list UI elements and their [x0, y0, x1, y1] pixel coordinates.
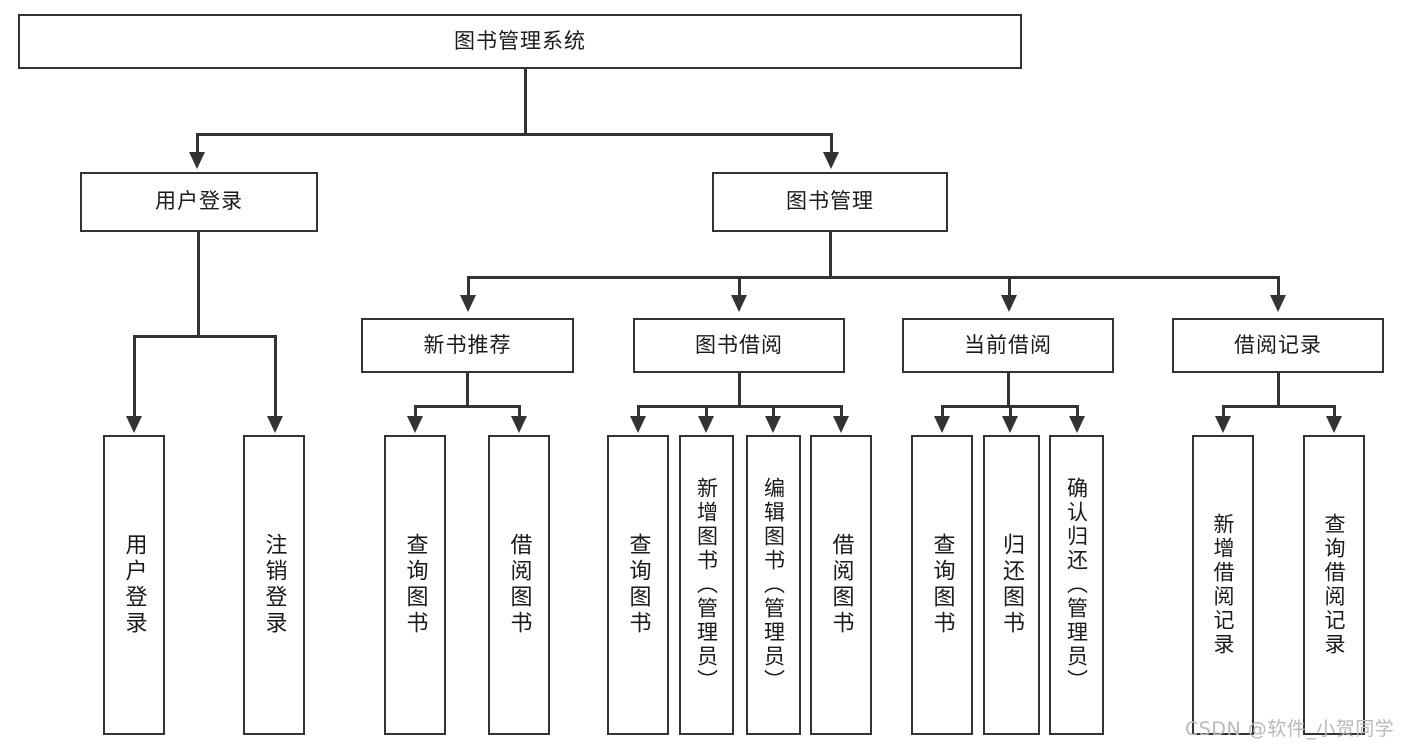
node-leaf-user-login[interactable]: 用户登录: [103, 435, 165, 735]
node-new-book-recommend[interactable]: 新书推荐: [361, 318, 574, 373]
arrow-to-leaf-borrow-book-2: [833, 416, 849, 433]
node-label: 确认归还（管理员）: [1064, 477, 1089, 693]
node-leaf-borrow-book-2[interactable]: 借阅图书: [810, 435, 872, 735]
connector-cb-stem: [1007, 373, 1010, 407]
node-leaf-add-book-admin[interactable]: 新增图书（管理员）: [679, 435, 734, 735]
arrow-to-book-borrow: [731, 295, 747, 312]
connector-br-stem: [1277, 373, 1280, 407]
node-book-manage[interactable]: 图书管理: [712, 172, 948, 232]
connector-cb-leg-1: [941, 405, 944, 417]
connector-root-bar: [196, 133, 832, 136]
arrow-to-book-manage: [823, 152, 839, 169]
arrow-to-leaf-query-book-3: [934, 416, 950, 433]
node-label: 查询图书: [625, 533, 651, 637]
node-label: 当前借阅: [964, 332, 1052, 357]
csdn-watermark: CSDN @软件_小贺同学: [1185, 718, 1395, 740]
node-root-system[interactable]: 图书管理系统: [18, 14, 1022, 69]
arrow-to-leaf-return-book: [1002, 416, 1018, 433]
connector-bb-leg-4: [840, 405, 843, 417]
node-user-login[interactable]: 用户登录: [80, 172, 318, 232]
node-label: 用户登录: [155, 189, 243, 214]
connector-br-leg-2: [1333, 405, 1336, 417]
connector-bb-leg-1: [637, 405, 640, 417]
node-label: 查询图书: [929, 533, 955, 637]
node-label: 新书推荐: [423, 332, 512, 357]
arrow-to-current-borrow: [1001, 295, 1017, 312]
connector-nbr-leg-1: [414, 405, 417, 417]
connector-user-login-leg-2: [274, 335, 277, 417]
node-leaf-borrow-book-1[interactable]: 借阅图书: [488, 435, 550, 735]
node-leaf-logout-login[interactable]: 注销登录: [243, 435, 305, 735]
arrow-to-user-login: [189, 152, 205, 169]
node-label: 图书管理系统: [454, 28, 586, 53]
arrow-to-leaf-query-book-2: [630, 416, 646, 433]
connector-bb-leg-2: [705, 405, 708, 417]
arrow-to-leaf-query-borrow-record: [1326, 416, 1342, 433]
node-leaf-confirm-return-admin[interactable]: 确认归还（管理员）: [1049, 435, 1104, 735]
connector-bm-leg-1: [467, 276, 470, 298]
node-label: 新增图书（管理员）: [694, 477, 719, 693]
node-leaf-edit-book-admin[interactable]: 编辑图书（管理员）: [746, 435, 801, 735]
connector-bb-leg-3: [772, 405, 775, 417]
connector-bm-leg-2: [738, 276, 741, 298]
connector-user-login-stem: [197, 232, 200, 337]
node-leaf-query-borrow-record[interactable]: 查询借阅记录: [1303, 435, 1365, 735]
arrow-to-borrow-record: [1270, 295, 1286, 312]
connector-bb-bar: [637, 405, 842, 408]
node-label: 归还图书: [999, 533, 1025, 637]
connector-cb-leg-2: [1009, 405, 1012, 417]
node-book-borrow[interactable]: 图书借阅: [633, 318, 845, 373]
connector-user-login-leg-1: [133, 335, 136, 417]
connector-nbr-leg-2: [518, 405, 521, 417]
arrow-to-leaf-edit-book-admin: [765, 416, 781, 433]
arrow-to-leaf-borrow-book-1: [511, 416, 527, 433]
arrow-to-leaf-query-book-1: [407, 416, 423, 433]
node-leaf-add-borrow-record[interactable]: 新增借阅记录: [1192, 435, 1254, 735]
connector-book-manage-stem: [829, 232, 832, 278]
connector-cb-leg-3: [1076, 405, 1079, 417]
node-label: 查询借阅记录: [1322, 513, 1347, 657]
node-label: 注销登录: [261, 533, 287, 637]
node-label: 借阅图书: [506, 533, 532, 637]
node-label: 编辑图书（管理员）: [761, 477, 786, 693]
node-current-borrow[interactable]: 当前借阅: [902, 318, 1114, 373]
connector-bb-stem: [738, 373, 741, 407]
connector-book-manage-bar: [467, 276, 1279, 279]
node-leaf-query-book-2[interactable]: 查询图书: [607, 435, 669, 735]
node-borrow-record[interactable]: 借阅记录: [1172, 318, 1384, 373]
connector-root-leg-left: [196, 133, 199, 155]
connector-nbr-bar: [414, 405, 520, 408]
connector-br-bar: [1222, 405, 1335, 408]
node-leaf-query-book-1[interactable]: 查询图书: [384, 435, 446, 735]
arrow-to-new-book-recommend: [460, 295, 476, 312]
connector-br-leg-1: [1222, 405, 1225, 417]
connector-user-login-bar: [133, 335, 277, 338]
node-label: 图书管理: [786, 189, 874, 214]
node-label: 图书借阅: [695, 332, 783, 357]
connector-nbr-stem: [466, 373, 469, 407]
arrow-to-leaf-user-login: [126, 416, 142, 433]
node-leaf-query-book-3[interactable]: 查询图书: [911, 435, 973, 735]
node-label: 用户登录: [121, 533, 147, 637]
connector-bm-leg-3: [1008, 276, 1011, 298]
node-label: 查询图书: [402, 533, 428, 637]
arrow-to-leaf-confirm-return-admin: [1069, 416, 1085, 433]
arrow-to-leaf-logout-login: [267, 416, 283, 433]
node-label: 借阅记录: [1234, 332, 1322, 357]
connector-root-leg-right: [830, 133, 833, 155]
arrow-to-leaf-add-borrow-record: [1215, 416, 1231, 433]
connector-bm-leg-4: [1277, 276, 1280, 298]
arrow-to-leaf-add-book-admin: [698, 416, 714, 433]
node-leaf-return-book[interactable]: 归还图书: [983, 435, 1040, 735]
connector-root-stem: [524, 69, 527, 135]
node-label: 借阅图书: [828, 533, 854, 637]
node-label: 新增借阅记录: [1211, 513, 1236, 657]
